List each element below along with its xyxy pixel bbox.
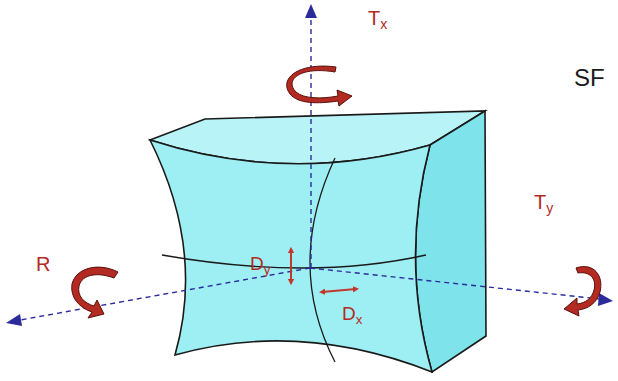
displacement-arrow (290, 250, 292, 282)
axis-line (310, 268, 600, 299)
surface-grid-line (162, 255, 426, 268)
displacement-label: Dy (250, 254, 270, 276)
displacement-arrow (322, 289, 356, 292)
axis-arrowhead (305, 4, 317, 18)
rotation-label: Tx (368, 8, 387, 31)
axis-arrowhead (6, 314, 22, 326)
surface-grid-line (310, 158, 335, 362)
axis-line (310, 16, 311, 268)
slide-heading: SF (574, 66, 605, 90)
axis-arrowhead (598, 293, 613, 306)
curved-surface (150, 140, 432, 372)
rotation-arrow (287, 66, 352, 106)
rotation-arrow (72, 267, 118, 318)
rotation-arrow (564, 267, 601, 316)
displacement-label: Dx (342, 304, 362, 326)
rotation-label: R (36, 254, 50, 274)
rotation-label: Ty (534, 192, 553, 215)
